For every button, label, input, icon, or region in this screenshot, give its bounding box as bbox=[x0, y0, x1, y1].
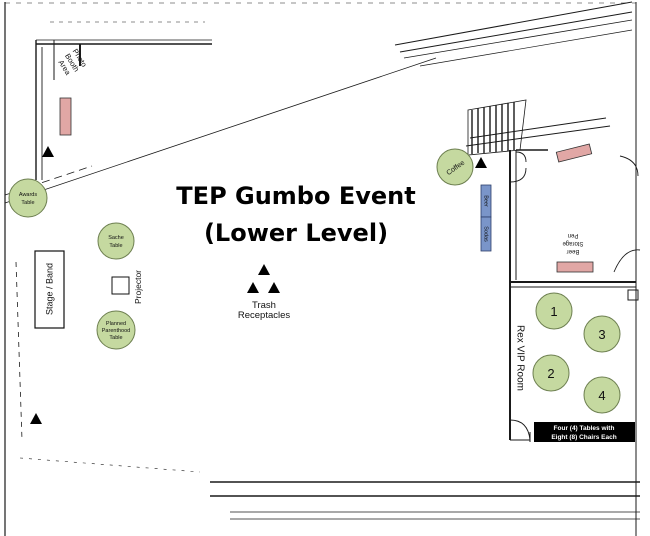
vip-table-2-number: 2 bbox=[547, 366, 554, 381]
trash-markers bbox=[30, 146, 487, 424]
walls bbox=[4, 1, 641, 536]
vip-table-4 bbox=[583, 376, 621, 414]
photo-booth-bar bbox=[59, 97, 72, 136]
beer-bar-label: Beer bbox=[483, 195, 489, 207]
stage-band bbox=[34, 250, 65, 329]
beer-storage-bottom bbox=[556, 261, 594, 273]
vip-table-3-number: 3 bbox=[598, 327, 605, 342]
projector-box bbox=[111, 276, 130, 295]
rex-vip-room-label: Rex VIP Room bbox=[514, 325, 525, 391]
title-line-1: TEP Gumbo Event bbox=[176, 182, 415, 210]
vip-table-4-number: 4 bbox=[598, 388, 605, 403]
photo-booth-label: Photo Booth Area bbox=[56, 47, 88, 77]
vip-note-line-2: Eight (8) Chairs Each bbox=[551, 434, 616, 441]
vip-table-2 bbox=[532, 354, 570, 392]
awards-table-line-1: Awards bbox=[19, 192, 37, 198]
vip-note-box bbox=[534, 422, 635, 442]
beer-storage-line-1: Beer bbox=[567, 248, 580, 254]
stage-band-label: Stage / Band bbox=[44, 263, 54, 315]
triangle-marker bbox=[258, 264, 270, 275]
planned-parenthood-line-1: Planned bbox=[106, 321, 126, 327]
planned-parenthood-line-3: Table bbox=[109, 335, 122, 341]
triangle-marker bbox=[268, 282, 280, 293]
beer-storage-line-2: Storage bbox=[562, 240, 584, 246]
triangle-marker bbox=[475, 157, 487, 168]
coffee-station bbox=[436, 148, 474, 186]
vip-table-1 bbox=[535, 292, 573, 330]
planned-parenthood-line-2: Parenthood bbox=[102, 328, 130, 334]
planned-parenthood-table bbox=[96, 310, 136, 350]
title-line-2: (Lower Level) bbox=[204, 219, 388, 247]
projector-label: Projector bbox=[133, 270, 143, 304]
vip-table-1-number: 1 bbox=[550, 304, 557, 319]
triangle-marker bbox=[42, 146, 54, 157]
beer-storage-line-3: Pen bbox=[568, 232, 579, 238]
sache-table-line-1: Sache bbox=[108, 235, 124, 241]
vip-table-3 bbox=[583, 315, 621, 353]
soda-bar bbox=[480, 216, 492, 252]
triangle-marker bbox=[30, 413, 42, 424]
soda-bar-label: Sodas bbox=[483, 226, 489, 242]
trash-label-line-2: Receptacles bbox=[238, 310, 291, 321]
triangle-marker bbox=[247, 282, 259, 293]
sache-table bbox=[97, 222, 135, 260]
trash-label-line-1: Trash bbox=[252, 300, 276, 311]
vip-note-line-1: Four (4) Tables with bbox=[554, 425, 615, 432]
beer-storage-label: Beer Storage Pen bbox=[562, 232, 584, 254]
awards-table bbox=[8, 178, 48, 218]
sache-table-line-2: Table bbox=[109, 243, 122, 249]
awards-table-line-2: Table bbox=[21, 200, 34, 206]
beer-storage-top bbox=[555, 143, 593, 163]
